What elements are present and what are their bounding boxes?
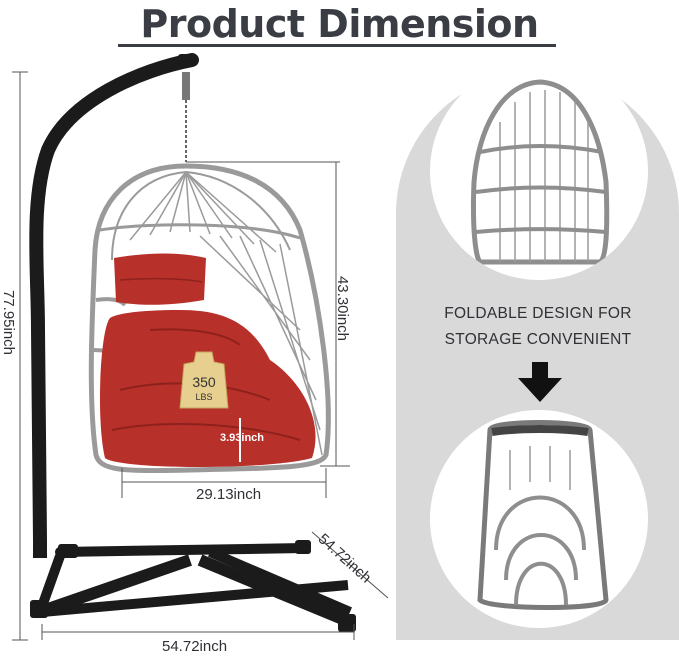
chair-height-label: 43.30inch [334, 275, 352, 342]
c-stand-frame [29, 53, 356, 632]
chair-width-label: 29.13inch [196, 486, 262, 503]
unfolded-chair-view [430, 62, 648, 280]
fold-callout-line2: STORAGE CONVENIENT [444, 331, 632, 348]
hanging-chair-illustration [12, 53, 389, 641]
folded-chair-image [477, 420, 609, 610]
folded-chair-view [430, 410, 648, 628]
dimension-lines [12, 71, 389, 641]
fold-callout-line1: FOLDABLE DESIGN FOR [444, 305, 632, 322]
wicker-egg-chair [88, 163, 331, 474]
title-underline [118, 44, 556, 47]
unfolded-chair-image [470, 79, 610, 265]
down-arrow-icon [518, 362, 562, 402]
base-width-label: 54.72inch [162, 638, 228, 655]
cushion-thickness-label: 3.93inch [220, 432, 265, 444]
weight-badge-value: 350 [192, 374, 216, 390]
page-title: Product Dimension [140, 2, 539, 46]
hanging-chain [182, 72, 190, 162]
weight-badge-unit: LBS [195, 392, 213, 402]
total-height-label: 77.95inch [0, 289, 18, 356]
weight-icon [179, 351, 229, 409]
